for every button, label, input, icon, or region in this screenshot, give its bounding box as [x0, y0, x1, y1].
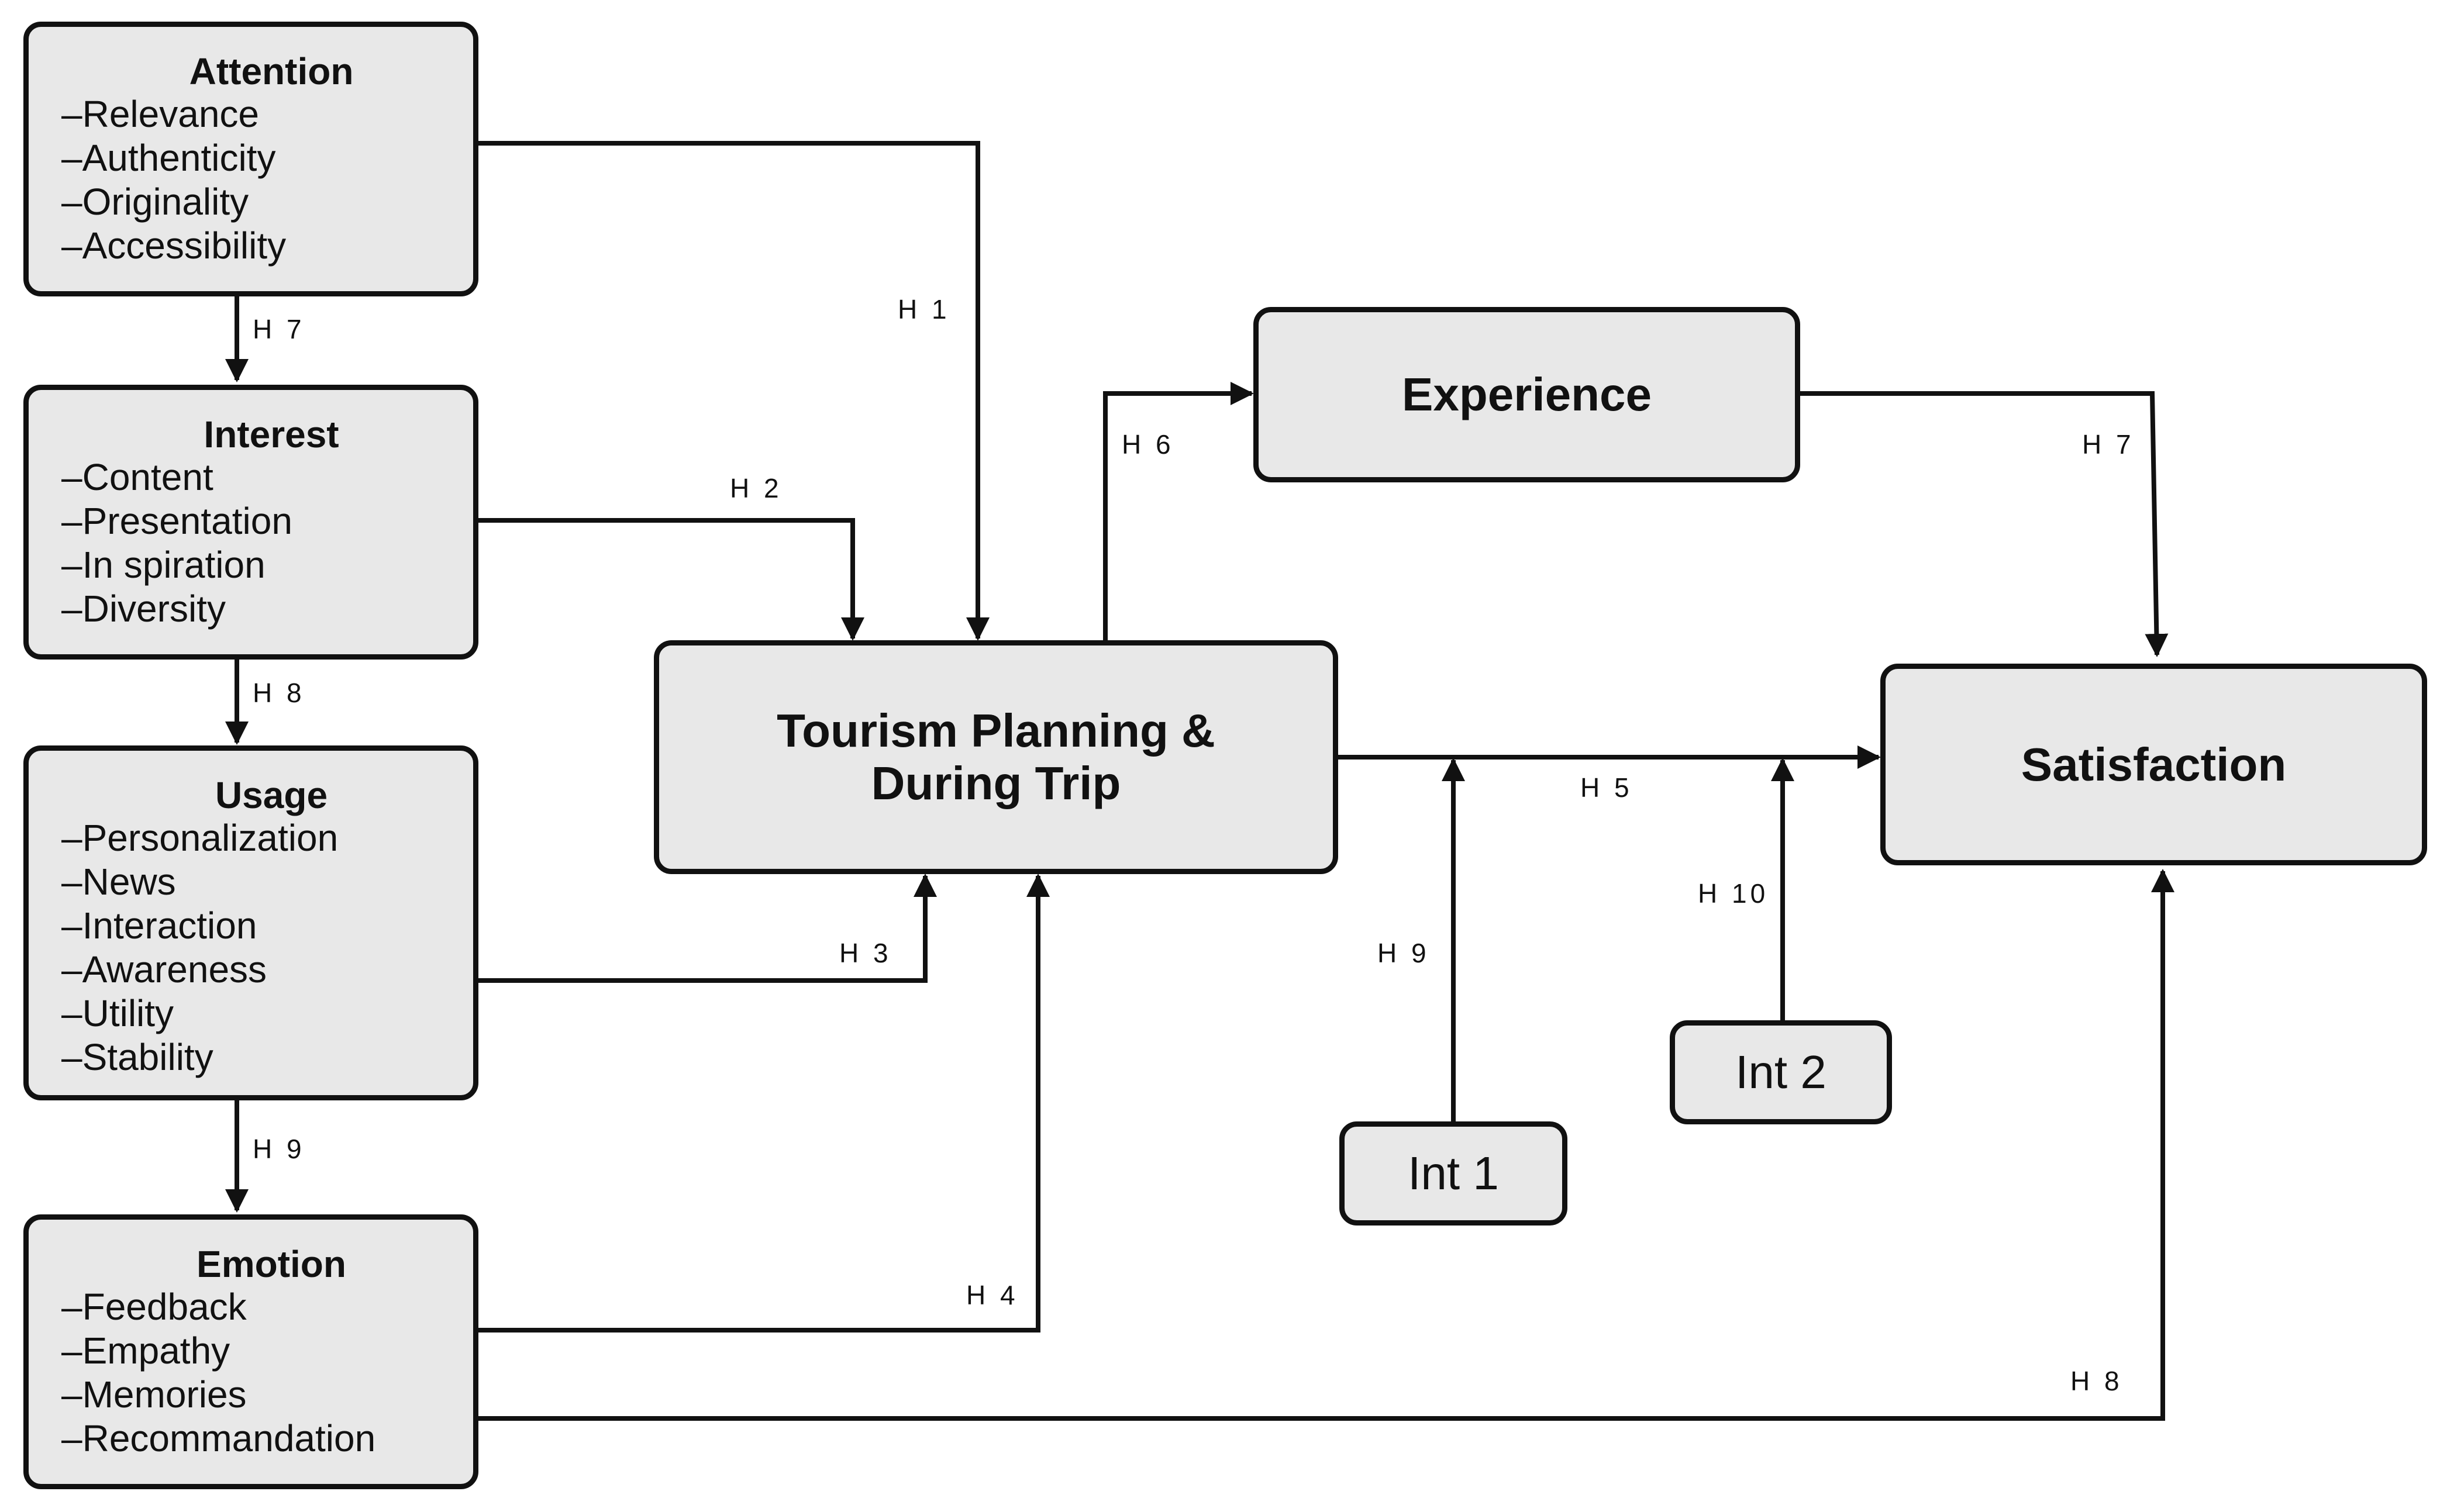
attention-item: –Accessibility — [61, 225, 287, 267]
satisfaction-box: Satisfaction — [1880, 664, 2427, 865]
arrow-h3-usage-to-tourism — [477, 874, 937, 983]
hypothesis-label-h1: H 1 — [898, 294, 950, 325]
attention-item: –Relevance — [61, 93, 259, 135]
tourism-title-line-2: During Trip — [871, 757, 1121, 809]
attention-box: Attention –Relevance –Authenticity –Orig… — [23, 22, 478, 296]
usage-box: Usage –Personalization –News –Interactio… — [23, 745, 478, 1100]
int2-label: Int 2 — [1735, 1046, 1826, 1098]
interest-items: –Content –Presentation –In spiration –Di… — [61, 455, 473, 631]
int1-box: Int 1 — [1339, 1121, 1567, 1226]
hypothesis-label-emotion-satisfaction: H 8 — [2070, 1366, 2123, 1396]
attention-item: –Originality — [61, 181, 249, 223]
arrow-h1-attention-to-tourism — [477, 141, 990, 641]
experience-box: Experience — [1253, 307, 1800, 482]
int2-box: Int 2 — [1670, 1020, 1892, 1124]
hypothesis-label-usage-emotion: H 9 — [253, 1134, 305, 1164]
usage-title: Usage — [215, 774, 328, 816]
arrow-h7-experience-to-satisfaction — [1800, 391, 2169, 657]
hypothesis-label-h4: H 4 — [966, 1280, 1019, 1310]
interest-title: Interest — [204, 413, 339, 455]
usage-item: –Personalization — [61, 817, 339, 859]
usage-item: –Interaction — [61, 905, 257, 947]
tourism-planning-title: Tourism Planning & During Trip — [777, 705, 1215, 810]
usage-items: –Personalization –News –Interaction –Awa… — [61, 816, 473, 1079]
usage-item: –Utility — [61, 992, 174, 1034]
emotion-box: Emotion –Feedback –Empathy –Memories –Re… — [23, 1214, 478, 1489]
arrow-h6-tourism-to-experience — [1103, 382, 1254, 640]
hypothesis-label-int2: H 10 — [1698, 878, 1769, 909]
emotion-items: –Feedback –Empathy –Memories –Recommanda… — [61, 1285, 473, 1461]
attention-title: Attention — [189, 50, 354, 92]
interest-box: Interest –Content –Presentation –In spir… — [23, 385, 478, 660]
attention-items: –Relevance –Authenticity –Originality –A… — [61, 92, 473, 268]
interest-item: –Content — [61, 456, 213, 498]
arrow-h2-interest-to-tourism — [477, 518, 864, 641]
attention-item: –Authenticity — [61, 137, 276, 179]
hypothesis-label-h2: H 2 — [730, 473, 783, 503]
hypothesis-label-attention-interest: H 7 — [253, 314, 305, 344]
arrow-h8-emotion-to-satisfaction — [477, 869, 2174, 1421]
hypothesis-label-int1: H 9 — [1377, 938, 1430, 968]
tourism-planning-box: Tourism Planning & During Trip — [654, 640, 1338, 874]
hypothesis-label-experience-satisfaction: H 7 — [2082, 429, 2135, 460]
emotion-item: –Recommandation — [61, 1417, 376, 1459]
hypothesis-label-h3: H 3 — [839, 938, 892, 968]
usage-item: –News — [61, 861, 176, 903]
usage-item: –Awareness — [61, 948, 267, 990]
tourism-title-line-1: Tourism Planning & — [777, 705, 1215, 757]
hypothesis-label-interest-usage: H 8 — [253, 678, 305, 708]
emotion-item: –Empathy — [61, 1330, 230, 1372]
hypothesis-label-h6: H 6 — [1122, 429, 1174, 460]
interest-item: –In spiration — [61, 544, 266, 586]
usage-item: –Stability — [61, 1036, 213, 1078]
int1-label: Int 1 — [1408, 1147, 1499, 1199]
interest-item: –Diversity — [61, 588, 226, 630]
emotion-item: –Feedback — [61, 1286, 247, 1328]
satisfaction-title: Satisfaction — [2021, 738, 2287, 790]
experience-title: Experience — [1402, 368, 1652, 420]
emotion-title: Emotion — [197, 1243, 346, 1285]
interest-item: –Presentation — [61, 500, 292, 542]
arrow-h4-emotion-to-tourism — [477, 874, 1050, 1333]
hypothesis-label-h5: H 5 — [1580, 772, 1633, 803]
emotion-item: –Memories — [61, 1373, 247, 1416]
